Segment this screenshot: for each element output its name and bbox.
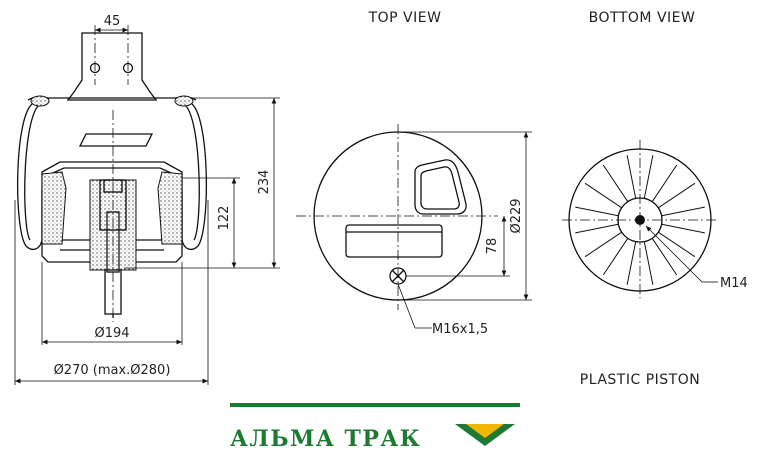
dim-piston-diameter: Ø194 (94, 326, 129, 341)
piston-wall-right (157, 171, 183, 245)
label-plastic-piston: PLASTIC PISTON (580, 372, 700, 388)
spoke (575, 206, 619, 217)
spoke (651, 164, 678, 202)
dim-total-height: 234 (257, 170, 272, 195)
rubber-bellow (16, 103, 208, 251)
spoke (626, 155, 637, 199)
mounting-bracket (66, 32, 158, 101)
spoke (602, 164, 629, 202)
spoke (651, 238, 678, 276)
spoke (658, 231, 696, 258)
label-thread-m14: M14 (720, 276, 748, 291)
top-view: TOP VIEW M16x1,5 78 Ø229 (296, 10, 532, 337)
top-view-title: TOP VIEW (368, 10, 442, 26)
spoke (626, 241, 637, 285)
top-slot (345, 224, 443, 258)
spoke (575, 223, 619, 234)
top-bead-right (174, 95, 194, 107)
dim-outer-diameter: Ø270 (max.Ø280) (54, 363, 171, 378)
spoke (602, 238, 629, 276)
top-bead-left (30, 95, 50, 107)
inner-plate (78, 133, 154, 147)
spoke (643, 155, 654, 199)
brand-chevron-inner-icon (466, 424, 504, 438)
spoke (658, 182, 696, 209)
spoke (661, 223, 705, 234)
brand-name: АЛЬМА ТРАК (230, 426, 421, 452)
label-thread-m16: M16x1,5 (432, 322, 488, 337)
dim-mount-spacing: 45 (104, 14, 121, 29)
brand-top-bar (230, 403, 520, 407)
bottom-spokes (575, 155, 705, 285)
spoke (643, 241, 654, 285)
side-section-view: 45 Ø194 (14, 14, 280, 385)
dim-piston-height: 122 (217, 206, 232, 231)
piston-wall-left (41, 171, 67, 245)
spoke (584, 182, 622, 209)
bottom-view-title: BOTTOM VIEW (589, 10, 696, 26)
brand-logo: АЛЬМА ТРАК (230, 403, 520, 452)
dim-plate-diameter: Ø229 (509, 198, 524, 233)
spoke (584, 231, 622, 258)
top-bracket (414, 159, 467, 215)
dim-offset: 78 (485, 238, 500, 255)
bottom-view: BOTTOM VIEW M14 PLASTIC PISTON (562, 10, 748, 388)
spoke (661, 206, 705, 217)
